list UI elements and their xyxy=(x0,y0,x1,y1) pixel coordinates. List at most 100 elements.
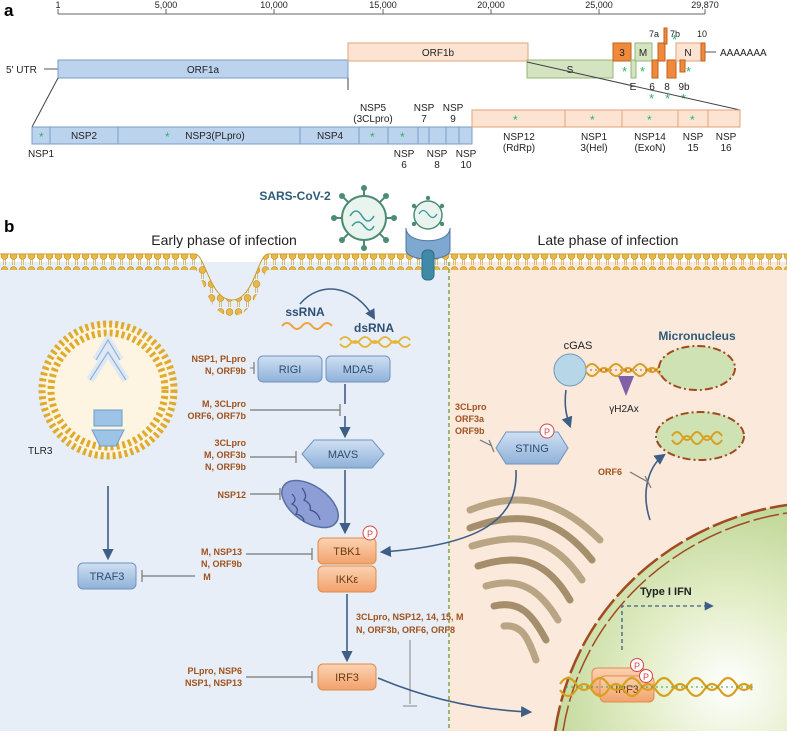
inhibition-bar xyxy=(488,439,495,453)
nsp6-label: 6 xyxy=(401,160,407,171)
virion-entering-icon xyxy=(405,195,451,281)
e-box xyxy=(630,59,637,79)
orf1a-box xyxy=(57,59,349,79)
scale-tick: 10,000 xyxy=(260,0,288,10)
irf3-inhibitor: NSP1, NSP13 xyxy=(185,678,242,688)
nsp15-label: NSP xyxy=(683,132,704,143)
irf3-translocation-inhibitor: 3CLpro, NSP12, 14, 15, M xyxy=(356,612,464,622)
genomic-dna xyxy=(559,676,753,698)
dna-release-arrow xyxy=(645,453,666,521)
star-icon: * xyxy=(690,113,695,127)
mavs-inhibitor: M, ORF3b xyxy=(204,450,247,460)
nsp2-label: NSP2 xyxy=(71,131,98,142)
ssrna-to-dsrna-arrow xyxy=(299,288,376,320)
m-label: M xyxy=(639,48,647,59)
orf8-box xyxy=(666,59,677,79)
irf3-label: IRF3 xyxy=(335,672,359,684)
nsp3-label: NSP3(PLpro) xyxy=(185,131,244,142)
micronucleus-icon xyxy=(658,345,736,391)
early-phase-title: Early phase of infection xyxy=(151,232,297,248)
nsp8-label: 8 xyxy=(434,160,440,171)
scale-tick: 25,000 xyxy=(585,0,613,10)
traf3-label: TRAF3 xyxy=(90,571,125,583)
nsp4-label: NSP4 xyxy=(317,131,344,142)
tbk1-node xyxy=(317,537,377,565)
zoom-line xyxy=(526,61,741,111)
nuclear-envelope xyxy=(553,503,787,732)
star-icon: * xyxy=(39,130,44,144)
nsp6-label: NSP xyxy=(394,149,415,160)
tbk1-inhibitor: N, ORF9b xyxy=(201,559,243,569)
sting-label: STING xyxy=(515,443,549,455)
scale-tick: 29,870 xyxy=(691,0,719,10)
star-icon: * xyxy=(681,91,686,106)
phosphate-icon xyxy=(539,423,555,439)
nsp-map: * * * * * * * * NSP2 NSP3(PLpro) NSP4 NS… xyxy=(28,103,741,171)
orf9b-box xyxy=(679,59,686,73)
gh2ax-label: γH2Ax xyxy=(609,404,638,415)
nsp16-label: 16 xyxy=(720,143,732,154)
plasma-membrane xyxy=(0,253,787,316)
mavs-inhibitor: 3CLpro xyxy=(215,438,247,448)
orf1b-label: ORF1b xyxy=(422,48,455,59)
irf3-inhibitor: PLpro, NSP6 xyxy=(187,666,242,676)
late-phase-title: Late phase of infection xyxy=(538,232,679,248)
mitochondrion-icon xyxy=(281,479,339,529)
orf7b-box xyxy=(663,27,668,45)
cgas-icon xyxy=(553,353,587,387)
mda5-node xyxy=(325,355,391,383)
nsp7-label: NSP xyxy=(414,103,435,114)
orf1a-label: ORF1a xyxy=(187,65,220,76)
zoom-line xyxy=(31,77,59,128)
star-icon: * xyxy=(622,64,627,79)
golgi-icon xyxy=(466,496,604,664)
phosphate-icon xyxy=(362,525,378,541)
star-icon: * xyxy=(165,130,170,144)
phosphate-label: P xyxy=(634,661,640,671)
star-icon: * xyxy=(649,91,654,106)
n-label: N xyxy=(684,48,691,59)
phosphate-label: P xyxy=(544,427,550,437)
nsp10-label: NSP xyxy=(456,149,477,160)
micronucleus-label: Micronucleus xyxy=(658,329,736,343)
nsp5-label: NSP5 xyxy=(360,103,387,114)
orf6-box xyxy=(651,59,659,79)
star-icon: * xyxy=(513,113,518,127)
type1-ifn-label: Type I IFN xyxy=(640,586,692,598)
orf6-inhibitor: ORF6 xyxy=(598,467,622,477)
orf10-label: 10 xyxy=(697,29,707,39)
ssrna-strand xyxy=(281,322,333,330)
cgas-to-sting-arrow xyxy=(561,389,573,429)
mavs-label: MAVS xyxy=(328,449,358,461)
sting-inhibitor: ORF9b xyxy=(455,426,485,436)
orf3-label: 3 xyxy=(619,48,625,59)
tbk1-label: TBK1 xyxy=(333,546,361,558)
scale-tick: 5,000 xyxy=(155,0,178,10)
nsp15-label: 15 xyxy=(687,143,699,154)
star-icon: * xyxy=(370,130,375,144)
panel-b-label: b xyxy=(4,217,14,236)
sting-to-tbk1-arrow xyxy=(379,469,517,557)
genome-map: 5' UTR ORF1a ORF1b S 3 E M 6 7a 7b 8 N 9… xyxy=(6,27,767,106)
scale-tick: 20,000 xyxy=(477,0,505,10)
orf7b-label: 7b xyxy=(670,29,680,39)
star-icon: * xyxy=(672,32,677,47)
virion-icon xyxy=(331,185,397,251)
dsrna-strand xyxy=(339,336,411,348)
irf3-translocation-inhibitor: N, ORF3b, ORF6, ORF8 xyxy=(356,625,455,635)
orf3-box xyxy=(612,42,632,62)
rigi-node xyxy=(257,355,323,383)
scale-tick: 15,000 xyxy=(369,0,397,10)
star-icon: * xyxy=(647,113,652,127)
virus-label: SARS-CoV-2 xyxy=(259,189,331,203)
phosphate-label: P xyxy=(367,529,373,539)
micronuclear-dna xyxy=(671,431,723,445)
e-label: E xyxy=(630,82,637,93)
phosphate-label: P xyxy=(643,672,649,682)
sting-inhibitor: ORF3a xyxy=(455,414,485,424)
traf3-inhibitor: M xyxy=(203,572,211,582)
nsp9-label: NSP xyxy=(443,103,464,114)
orf6-label: 6 xyxy=(649,82,655,93)
